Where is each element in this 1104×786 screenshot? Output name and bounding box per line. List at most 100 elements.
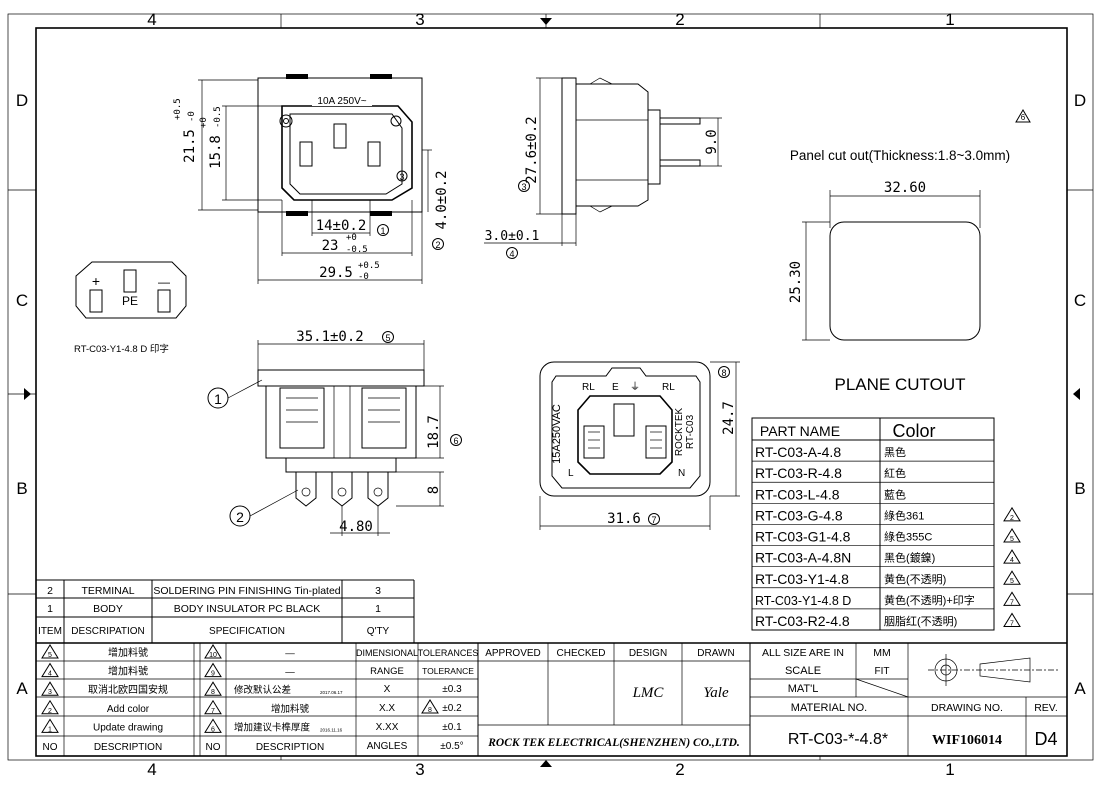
tol-range-label: RANGE [370, 666, 404, 677]
col-label-bottom-2: 2 [675, 760, 684, 779]
socket-opening [281, 105, 413, 201]
drawer-name: Yale [703, 685, 729, 701]
part-row-rev: 5 [1010, 536, 1014, 543]
col-label-top-4: 4 [147, 10, 156, 29]
symbol-plus: + [92, 273, 100, 289]
dim-w-29: 29.5 [319, 265, 353, 281]
bom-table: 2 TERMINAL SOLDERING PIN FINISHING Tin-p… [36, 579, 415, 643]
rev-triangle-6-icon [1015, 109, 1031, 123]
row-label-right-b: B [1074, 479, 1085, 498]
bottom-mark-5: 5 [385, 333, 390, 343]
bottom-callout-2: 2 [236, 509, 244, 525]
rev-right-desc: 修改默认公差 [234, 684, 291, 696]
checked-label: CHECKED [557, 648, 606, 659]
dim-w-14: 14±0.2 [316, 218, 367, 234]
rev-left-no: 5 [48, 652, 52, 659]
part-row-rev-icon [1003, 570, 1021, 585]
mark-icon [390, 115, 402, 127]
front-rating: 10A 250V~ [317, 96, 366, 107]
bom-row-2-qty: 1 [375, 603, 381, 615]
tol-h2: TOLERANCES [418, 648, 479, 658]
bom-header-item: ITEM [38, 626, 62, 637]
part-row-name: RT-C03-G-4.8 [755, 507, 843, 523]
rev-right-desc: — [285, 667, 295, 678]
rev-right-no-icon [204, 662, 222, 678]
part-number: RT-C03-*-4.8* [788, 731, 888, 748]
top-rating: 15A250VAC [551, 404, 563, 464]
bottom-dim-height: 18.7 [426, 415, 442, 449]
center-arrow-right-icon [1073, 388, 1080, 400]
tol-row-tol: ±0.5° [440, 741, 463, 752]
bottom-view: 35.1±0.2 5 1 2 18.7 6 [207, 329, 462, 536]
part-row-color: 紅色 [884, 466, 906, 480]
col-label-top-2: 2 [675, 10, 684, 29]
dim-w-23-tol-top: +0 [346, 233, 357, 243]
part-table-header-name: PART NAME [760, 423, 840, 439]
rev-left-no-icon [41, 718, 59, 733]
material-label: MAT'L [788, 683, 819, 695]
all-size-label: ALL SIZE ARE IN [762, 647, 844, 659]
part-row-rev-icon [1003, 506, 1021, 522]
part-row-rev: 7 [1010, 599, 1014, 606]
part-table: PART NAME Color [751, 417, 995, 631]
center-arrow-top-icon [540, 18, 552, 25]
side-dim-flange: 3.0±0.1 [485, 229, 540, 244]
tol-h1: DIMENSIONAL [356, 648, 418, 658]
revision-headers: NO DESCRIPTION NO DESCRIPTION [43, 742, 325, 753]
row-label-left-b: B [16, 479, 27, 498]
approved-label: APPROVED [485, 648, 541, 659]
part-row-name: RT-C03-Y1-4.8 [755, 571, 849, 587]
rev-left-header-no: NO [43, 742, 58, 753]
rev-left-no-icon [41, 644, 59, 659]
bom-row-1-item: 2 [47, 585, 53, 597]
bom-row-1-spec: SOLDERING PIN FINISHING Tin-plated [153, 585, 340, 597]
mark-3: 3 [399, 172, 404, 182]
col-label-bottom-1: 1 [945, 760, 954, 779]
inner-frame [35, 27, 1068, 757]
ground-symbol-icon: ⏚ [630, 381, 640, 393]
rev-left-desc: 取消北欧四国安规 [88, 683, 168, 696]
design-label: DESIGN [629, 648, 667, 659]
bottom-mark-6: 6 [453, 436, 458, 446]
approval-block: APPROVED CHECKED DESIGN DRAWN LMC Yale R… [485, 648, 740, 749]
rev-right-desc: 增加料號 [271, 703, 310, 715]
part-row-rev-icon [1003, 591, 1021, 606]
panel-cutout: 6 Panel cut out(Thickness:1.8~3.0mm) 32.… [788, 109, 1031, 394]
part-row-rev: 5 [1010, 578, 1014, 585]
rev-right-no-icon [204, 699, 222, 715]
part-row-name: RT-C03-A-4.8N [755, 550, 851, 566]
bottom-dim-width: 35.1±0.2 [296, 329, 363, 345]
front-view: 10A 250V~ 21.5 +0.5 -0 15.8 +0 -0.5 4.0±… [173, 74, 450, 284]
top-model: RT-C03 [685, 414, 696, 449]
rev-right-desc: — [285, 648, 295, 659]
cutout-title: PLANE CUTOUT [835, 375, 966, 394]
row-label-right-a: A [1074, 679, 1086, 698]
rev-left-desc: 增加料號 [108, 665, 148, 678]
dim-h-inner: 15.8 [208, 135, 224, 169]
pin-symbol: + — PE RT-C03-Y1-4.8 D 印字 [74, 261, 187, 355]
rev-right-no: 9 [211, 671, 215, 678]
drawing-number: WIF106014 [932, 733, 1002, 748]
scale-value: FIT [875, 666, 890, 677]
side-mark-4: 4 [509, 249, 514, 259]
bom-row-1-desc: TERMINAL [81, 585, 134, 597]
top-e: E [612, 382, 619, 393]
row-label-left-d: D [16, 91, 28, 110]
part-row-name: RT-C03-L-4.8 [755, 486, 840, 502]
tol-row-range: X.XX [376, 722, 399, 733]
dim-w-29-tol-bot: -0 [358, 272, 369, 282]
column-ticks [8, 14, 1093, 767]
part-row-color: 胭脂红(不透明) [884, 614, 957, 628]
front-body [257, 77, 423, 213]
bottom-dim-pitch: 4.80 [339, 519, 373, 535]
rev-left-desc: 增加料號 [108, 646, 148, 659]
top-dim-width: 31.6 [607, 511, 641, 527]
part-row-name: RT-C03-Y1-4.8 D [755, 594, 851, 608]
col-label-top-3: 3 [415, 10, 424, 29]
top-ul-left: RL [582, 382, 595, 393]
rev-left-desc: Update drawing [93, 722, 163, 733]
cutout-height: 25.30 [788, 261, 804, 303]
part-row-rev-icon [1003, 528, 1021, 543]
dim-h-inner-tol-top: +0 [199, 117, 209, 128]
